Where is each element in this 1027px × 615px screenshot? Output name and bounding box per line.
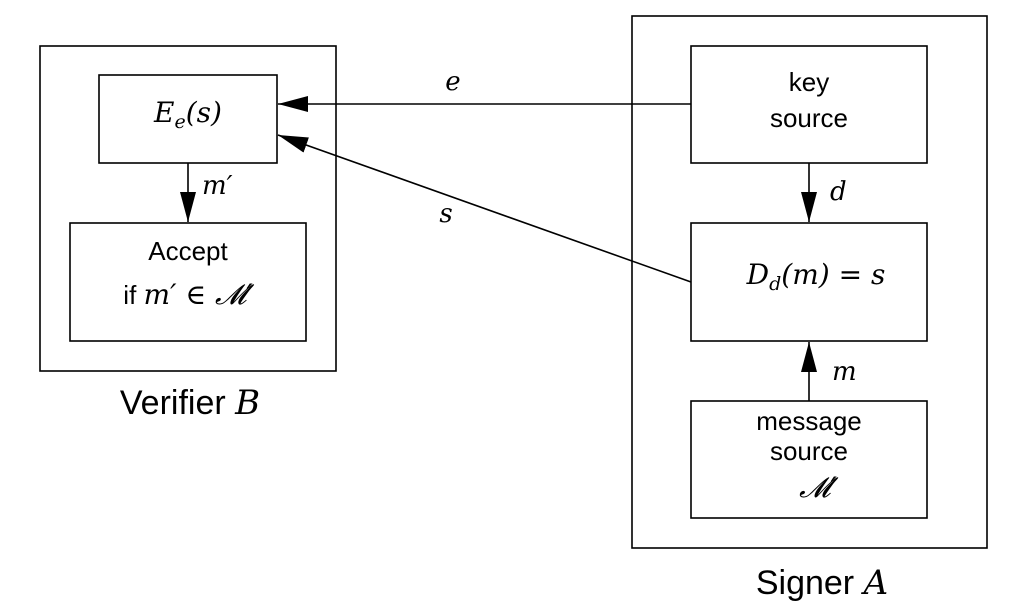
decrypt-label: Dd(m) = s [746,258,886,295]
s-arrow [277,134,692,283]
accept-label-line1: Accept [148,236,228,266]
s-label: s [439,199,452,229]
message-source-line2: source [770,436,848,466]
d-label: d [830,177,847,207]
message-source-line3: 𝓜′ [799,471,839,504]
accept-label-line2: if m′ ∈ 𝓜′ [123,278,255,311]
encrypt-label: Ee(s) [153,96,222,133]
accept-box [69,222,307,342]
m-label: m [832,357,857,387]
key-source-line1: key [789,67,829,97]
key-source-line2: source [770,103,848,133]
message-source-line1: message [756,406,862,436]
verifier-frame [39,45,337,372]
e-label: e [445,67,460,97]
m-prime-label: m′ [202,171,233,201]
signer-caption: Signer A [756,563,888,603]
verifier-group: Ee(s) Accept if m′ ∈ 𝓜′ m′ Verifier B [39,45,337,423]
verifier-caption: Verifier B [120,383,260,423]
signer-frame [631,15,988,549]
